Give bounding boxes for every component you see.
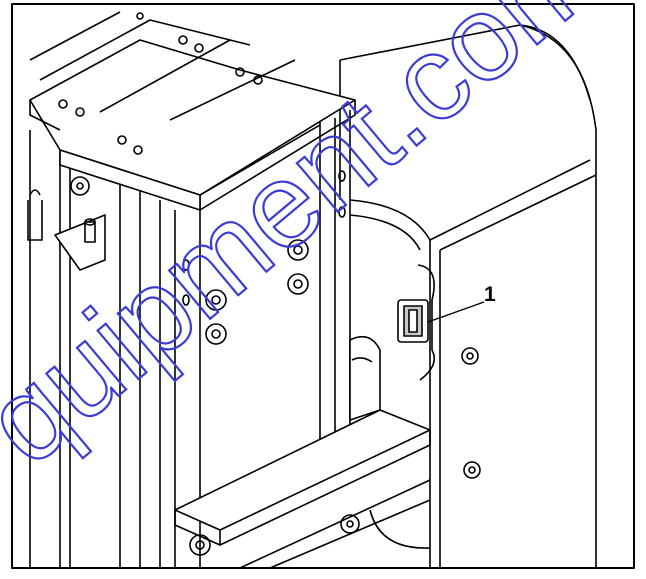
bolt-icon	[340, 514, 360, 534]
step-tray	[174, 409, 431, 569]
bolt-icon	[205, 323, 227, 345]
panel-slots	[182, 170, 346, 306]
latch-icon	[397, 264, 436, 381]
bolt-icon	[461, 347, 479, 365]
callout-label: 1	[484, 283, 496, 306]
callout-leader	[427, 301, 485, 323]
figure-border	[11, 3, 635, 569]
bolt-icon	[70, 176, 90, 196]
bolt-icon	[463, 461, 481, 479]
top-plates	[29, 11, 356, 211]
cabinet-housing	[339, 24, 597, 568]
bolt-icon	[205, 289, 227, 311]
inner-component	[349, 335, 381, 421]
bolt-icon	[287, 273, 309, 295]
hinge-assembly	[27, 189, 106, 271]
bolt-icon	[189, 534, 211, 556]
bolt-icon	[287, 239, 309, 261]
column-panels	[29, 110, 351, 568]
